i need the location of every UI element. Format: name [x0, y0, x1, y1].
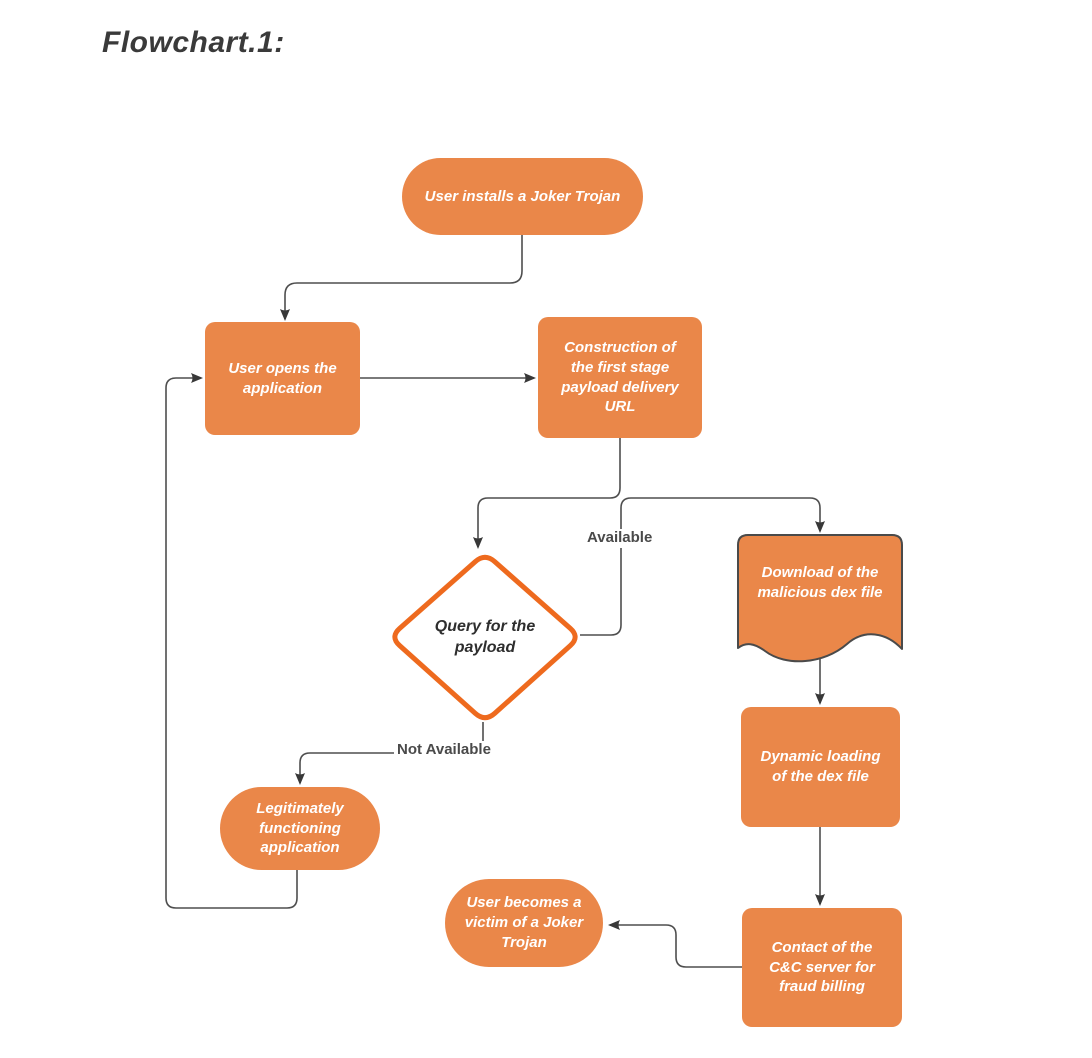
edge-query-to-download-available: [580, 497, 825, 636]
node-construction: Construction of the first stage payload …: [538, 317, 702, 438]
edge-start-to-user-opens: [280, 235, 523, 321]
node-construction-label: Construction of the first stage payload …: [561, 338, 679, 416]
decision-diamond-shape: [392, 554, 578, 721]
edge-legit-loop-to-user-opens: [165, 373, 298, 909]
node-user-opens-label: User opens the application: [228, 359, 337, 397]
node-download-document: Download of the malicious dex file: [740, 546, 900, 620]
node-start-label: User installs a Joker Trojan: [424, 187, 621, 205]
node-victim-terminator: User becomes a victim of a Joker Trojan: [445, 879, 603, 967]
node-victim-label: User becomes a victim of a Joker Trojan: [464, 894, 584, 951]
node-query-label: Query for the payload: [434, 617, 536, 656]
node-download-label: Download of the malicious dex file: [757, 564, 883, 601]
node-legit-terminator: Legitimately functioning application: [220, 787, 380, 870]
page-title: Flowchart.1:: [102, 26, 285, 59]
node-start-terminator: User installs a Joker Trojan: [402, 158, 643, 235]
node-contact-cc-server: Contact of the C&C server for fraud bill…: [742, 908, 902, 1027]
edge-label-not-available: Not Available: [394, 741, 494, 760]
edge-contact-to-victim: [608, 920, 742, 968]
node-dynamic-label: Dynamic loading of the dex file: [760, 748, 881, 785]
node-contact-label: Contact of the C&C server for fraud bill…: [769, 938, 875, 996]
node-dynamic-loading: Dynamic loading of the dex file: [741, 707, 900, 827]
document-shape: [737, 534, 903, 663]
edge-construction-to-query: [473, 438, 621, 549]
node-user-opens: User opens the application: [205, 322, 360, 435]
node-query-decision: Query for the payload: [408, 598, 562, 676]
node-legit-label: Legitimately functioning application: [256, 799, 344, 857]
edge-label-available: Available: [584, 529, 656, 548]
